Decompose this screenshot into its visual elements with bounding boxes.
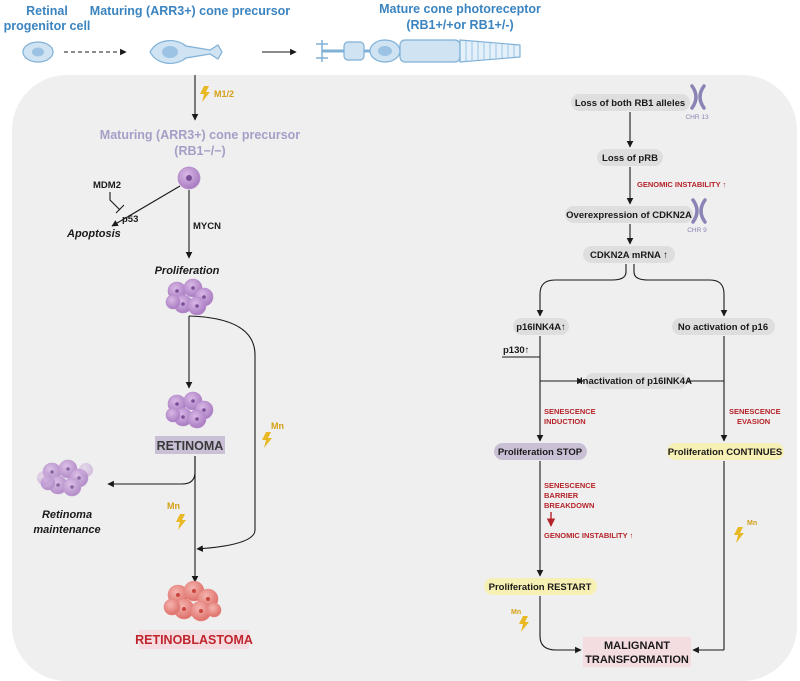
pill-overexpression [565, 206, 693, 223]
mn-label-right: Mn [747, 520, 757, 527]
chr13-label: CHR 13 [685, 114, 709, 121]
retinal-label-2: progenitor cell [4, 19, 91, 33]
main-panel [12, 75, 797, 681]
retinoma-box [155, 436, 225, 454]
pill-prolif-stop [494, 443, 587, 460]
chromosome-9-icon [691, 198, 707, 224]
chr9-label: CHR 9 [687, 227, 707, 234]
arrow-to-apoptosis [111, 185, 181, 227]
prolif-continues-label: Proliferation CONTINUES [668, 447, 783, 458]
retinal-progenitor-cell [22, 41, 54, 63]
mature-cone-title-2: (RB1+/+or RB1+/-) [406, 18, 513, 32]
overexpression-label: Overexpression of CDKN2A [566, 210, 692, 221]
loss-both-label: Loss of both RB1 alleles [575, 98, 685, 109]
barrier-2: BARRIER [544, 491, 579, 500]
mn-label-restart: Mn [511, 609, 521, 616]
genomic-instability-2: GENOMIC INSTABILITY ↑ [544, 531, 633, 540]
arrow-to-p16 [536, 264, 627, 317]
retinal-label-1: Retinal [26, 4, 68, 18]
inactivation-label: Inactivation of p16INK4A [580, 376, 692, 387]
retinoma-maintenance-2: maintenance [33, 524, 100, 536]
proliferation-label: Proliferation [155, 265, 220, 277]
genomic-instability-1: GENOMIC INSTABILITY ↑ [637, 180, 726, 189]
prolif-restart-label: Proliferation RESTART [489, 582, 592, 593]
p53-label: p53 [122, 214, 138, 225]
rb1-null-cell [177, 166, 201, 190]
rb1-genotype: (RB1−/−) [174, 144, 225, 158]
mature-cone-title-1: Mature cone photoreceptor [379, 2, 541, 16]
apoptosis-label: Apoptosis [66, 228, 121, 240]
maturing-cone-title: Maturing (ARR3+) cone precursor [90, 4, 291, 18]
p130-label: p130↑ [503, 345, 529, 356]
pill-prolif-continues [667, 443, 784, 460]
arrow-to-no-activation [633, 264, 728, 317]
cdkn2a-mrna-label: CDKN2A mRNA ↑ [590, 250, 668, 261]
loss-prb-label: Loss of pRB [602, 153, 658, 164]
senescence-induction-2: INDUCTION [544, 417, 586, 426]
pill-p16 [513, 318, 569, 335]
senescence-evasion-1: SENESCENCE [729, 407, 781, 416]
senescence-evasion-2: EVASION [737, 417, 770, 426]
m12-label: M1/2 [214, 89, 234, 99]
pill-loss-prb [597, 149, 663, 166]
pill-prolif-restart [484, 578, 597, 595]
pill-cdkn2a-mrna [583, 246, 675, 263]
barrier-1: SENESCENCE [544, 481, 596, 490]
barrier-3: BREAKDOWN [544, 501, 594, 510]
retinoblastoma-box [139, 630, 249, 649]
arrow-restart-to-malignant [539, 596, 582, 654]
bypass-arrow-to-retinoblastoma [188, 315, 256, 552]
mn-label-bypass: Mn [271, 421, 284, 431]
pill-no-activation [672, 318, 775, 335]
retinoma-maintenance-cluster [37, 459, 93, 497]
malignant-2: TRANSFORMATION [585, 654, 689, 666]
mdm2-inhibition-line [109, 192, 121, 211]
mature-cone-photoreceptor [316, 39, 521, 63]
mdm2-label: MDM2 [93, 180, 121, 191]
retinoblastoma-label: RETINOBLASTOMA [135, 633, 253, 647]
p16-label: p16INK4A↑ [516, 322, 566, 333]
retinoma-label: RETINOMA [157, 439, 224, 453]
prolif-stop-label: Proliferation STOP [498, 447, 583, 458]
senescence-induction-1: SENESCENCE [544, 407, 596, 416]
pill-inactivation [585, 373, 687, 389]
chromosome-13-icon [690, 84, 706, 110]
mycn-label: MYCN [193, 221, 221, 232]
maturing-cone-precursor-cell [149, 40, 223, 64]
no-activation-label: No activation of p16 [678, 322, 768, 333]
retinoma-maintenance-1: Retinoma [42, 509, 92, 521]
mn-label-left: Mn [167, 501, 180, 511]
maturing-rb-title: Maturing (ARR3+) cone precursor [100, 128, 301, 142]
malignant-1: MALIGNANT [604, 640, 670, 652]
mdm2-inhibition-bar [115, 204, 125, 214]
pill-loss-both [571, 94, 690, 111]
malignant-box [583, 637, 691, 667]
